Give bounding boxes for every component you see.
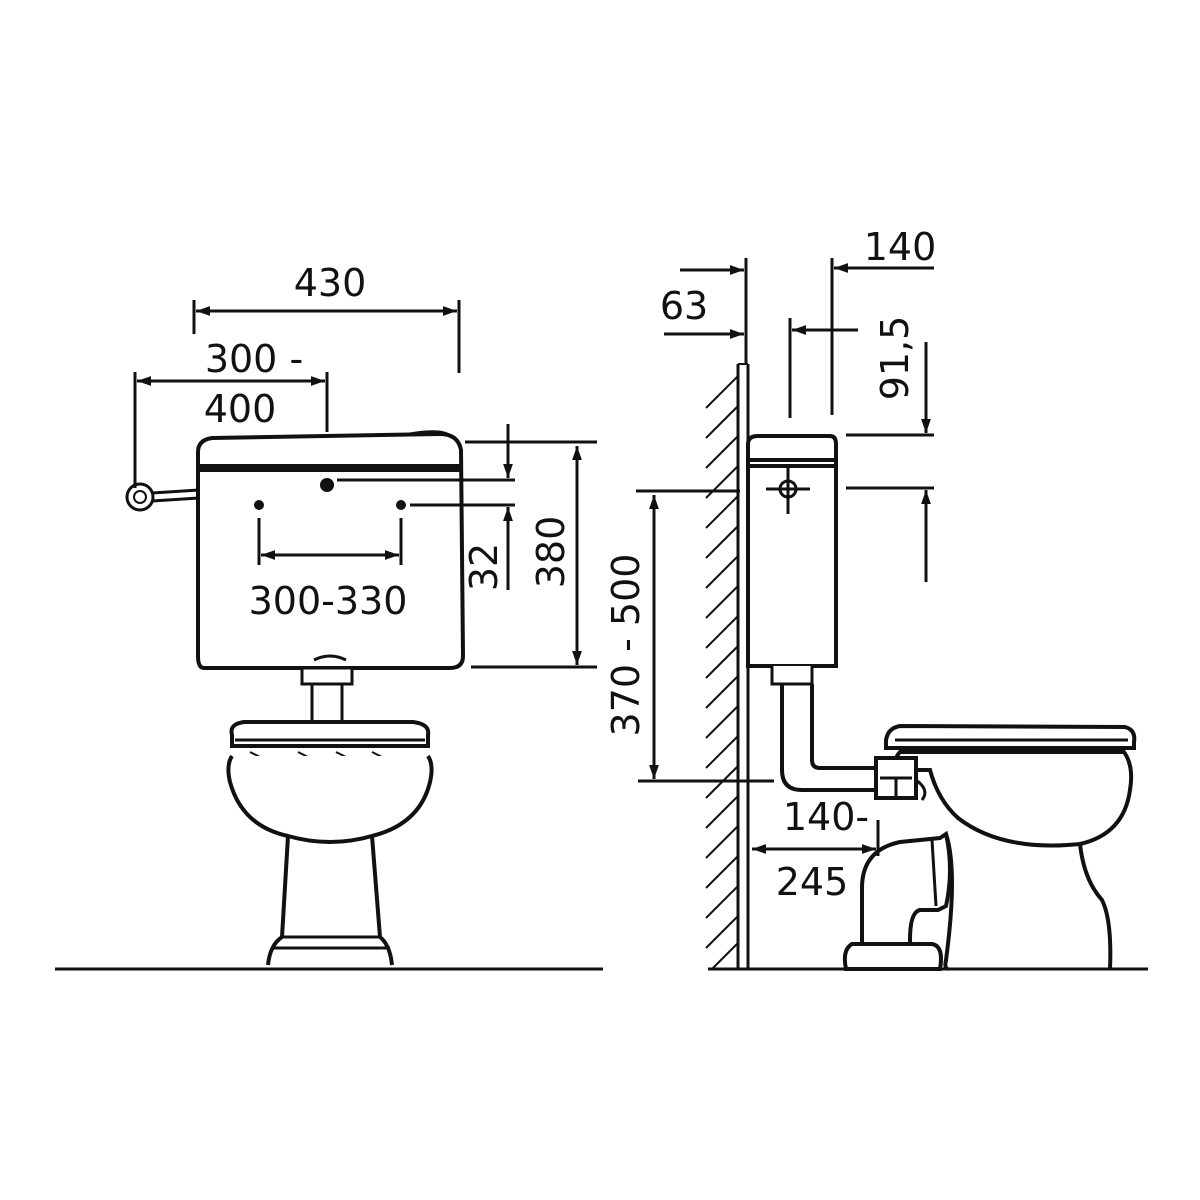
dim-outlet-range-bottom: 245: [776, 860, 849, 904]
mount-hole-right-icon: [396, 500, 406, 510]
dim-mounting-height: 370 - 500: [604, 554, 648, 737]
inlet-hole-icon: [320, 478, 334, 492]
front-cistern: [196, 430, 466, 670]
dim-mounting-hole-spacing: 300-330: [249, 579, 408, 623]
dim-overall-width: 430: [294, 261, 367, 305]
wall: [705, 363, 750, 970]
dim-inlet-offset: 32: [462, 543, 506, 591]
dim-lever-range-bottom: 400: [204, 387, 277, 431]
side-bowl: [874, 723, 1137, 971]
dim-inlet-drop: 91,5: [873, 316, 917, 401]
outlet-elbow: [842, 830, 952, 971]
dim-outlet-range-top: 140-: [783, 795, 869, 839]
side-view: 63 140 91,5 370 - 500 140- 245: [604, 225, 1148, 971]
flush-lever: [125, 482, 200, 512]
dim-cistern-height: 380: [529, 516, 573, 589]
front-bowl: [226, 720, 434, 966]
dim-wall-offset: 63: [660, 284, 708, 328]
dim-lever-range-top: 300 -: [205, 337, 303, 381]
mount-hole-left-icon: [254, 500, 264, 510]
dim-cistern-depth: 140: [864, 225, 937, 269]
front-flush-pipe: [300, 654, 354, 724]
side-cistern: [746, 434, 838, 668]
side-flush-pipe: [770, 666, 878, 792]
front-view: 430 300 - 400 300-330 32 380: [55, 261, 603, 971]
